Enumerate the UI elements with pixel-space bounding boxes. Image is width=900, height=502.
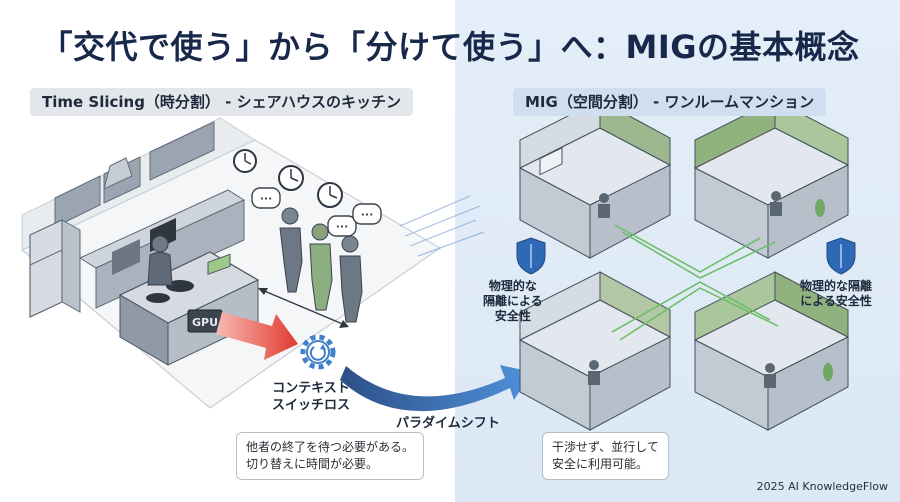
time-slicing-callout: 他者の終了を待つ必要がある。 切り替えに時間が必要。 <box>236 432 425 480</box>
red-arrow <box>216 312 298 360</box>
speech-bubbles: ··· ··· ··· <box>251 187 382 237</box>
gpu-chip-label: GPU <box>192 316 218 329</box>
room-4 <box>693 271 850 431</box>
waiting-people <box>279 207 363 323</box>
room-3 <box>518 271 672 431</box>
shared-kitchen-illustration: ··· ··· ··· <box>20 117 442 409</box>
paradigm-shift-label: パラダイムシフト <box>396 416 500 431</box>
isolation-caption-left: 物理的な 隔離による 安全性 <box>483 279 543 323</box>
paradigm-shift-arrow <box>340 365 532 412</box>
cook-person <box>147 235 173 286</box>
time-slicing-label: Time Slicing（時分割） - シェアハウスのキッチン <box>30 88 414 116</box>
clock-icons <box>233 149 343 208</box>
svg-text:···: ··· <box>361 208 374 221</box>
gear-icon <box>300 334 336 370</box>
exchange-double-arrow <box>258 288 349 328</box>
page-title: 「交代で使う」から「分けて使う」へ：MIGの基本概念 <box>40 28 860 66</box>
refrigerator <box>29 219 81 318</box>
isolation-caption-right: 物理的な隔離 による安全性 <box>800 279 873 308</box>
shield-icon-right <box>826 237 856 275</box>
context-switch-caption: コンテキスト スイッチロス <box>272 381 351 413</box>
mig-rooms-illustration <box>516 99 856 431</box>
speed-lines <box>399 195 485 257</box>
svg-text:···: ··· <box>260 192 273 205</box>
mig-callout: 干渉せず、並行して 安全に利用可能。 <box>542 432 669 480</box>
kitchen-counter <box>78 189 246 309</box>
footer-credit: 2025 AI KnowledgeFlow <box>756 480 888 493</box>
isolation-data-lines <box>611 224 779 341</box>
shield-icon-left <box>516 237 546 275</box>
room-2 <box>693 99 850 259</box>
upper-cabinets <box>54 121 215 228</box>
svg-text:···: ··· <box>336 220 349 233</box>
room-1 <box>518 99 672 259</box>
mig-label: MIG（空間分割） - ワンルームマンション <box>513 88 827 116</box>
